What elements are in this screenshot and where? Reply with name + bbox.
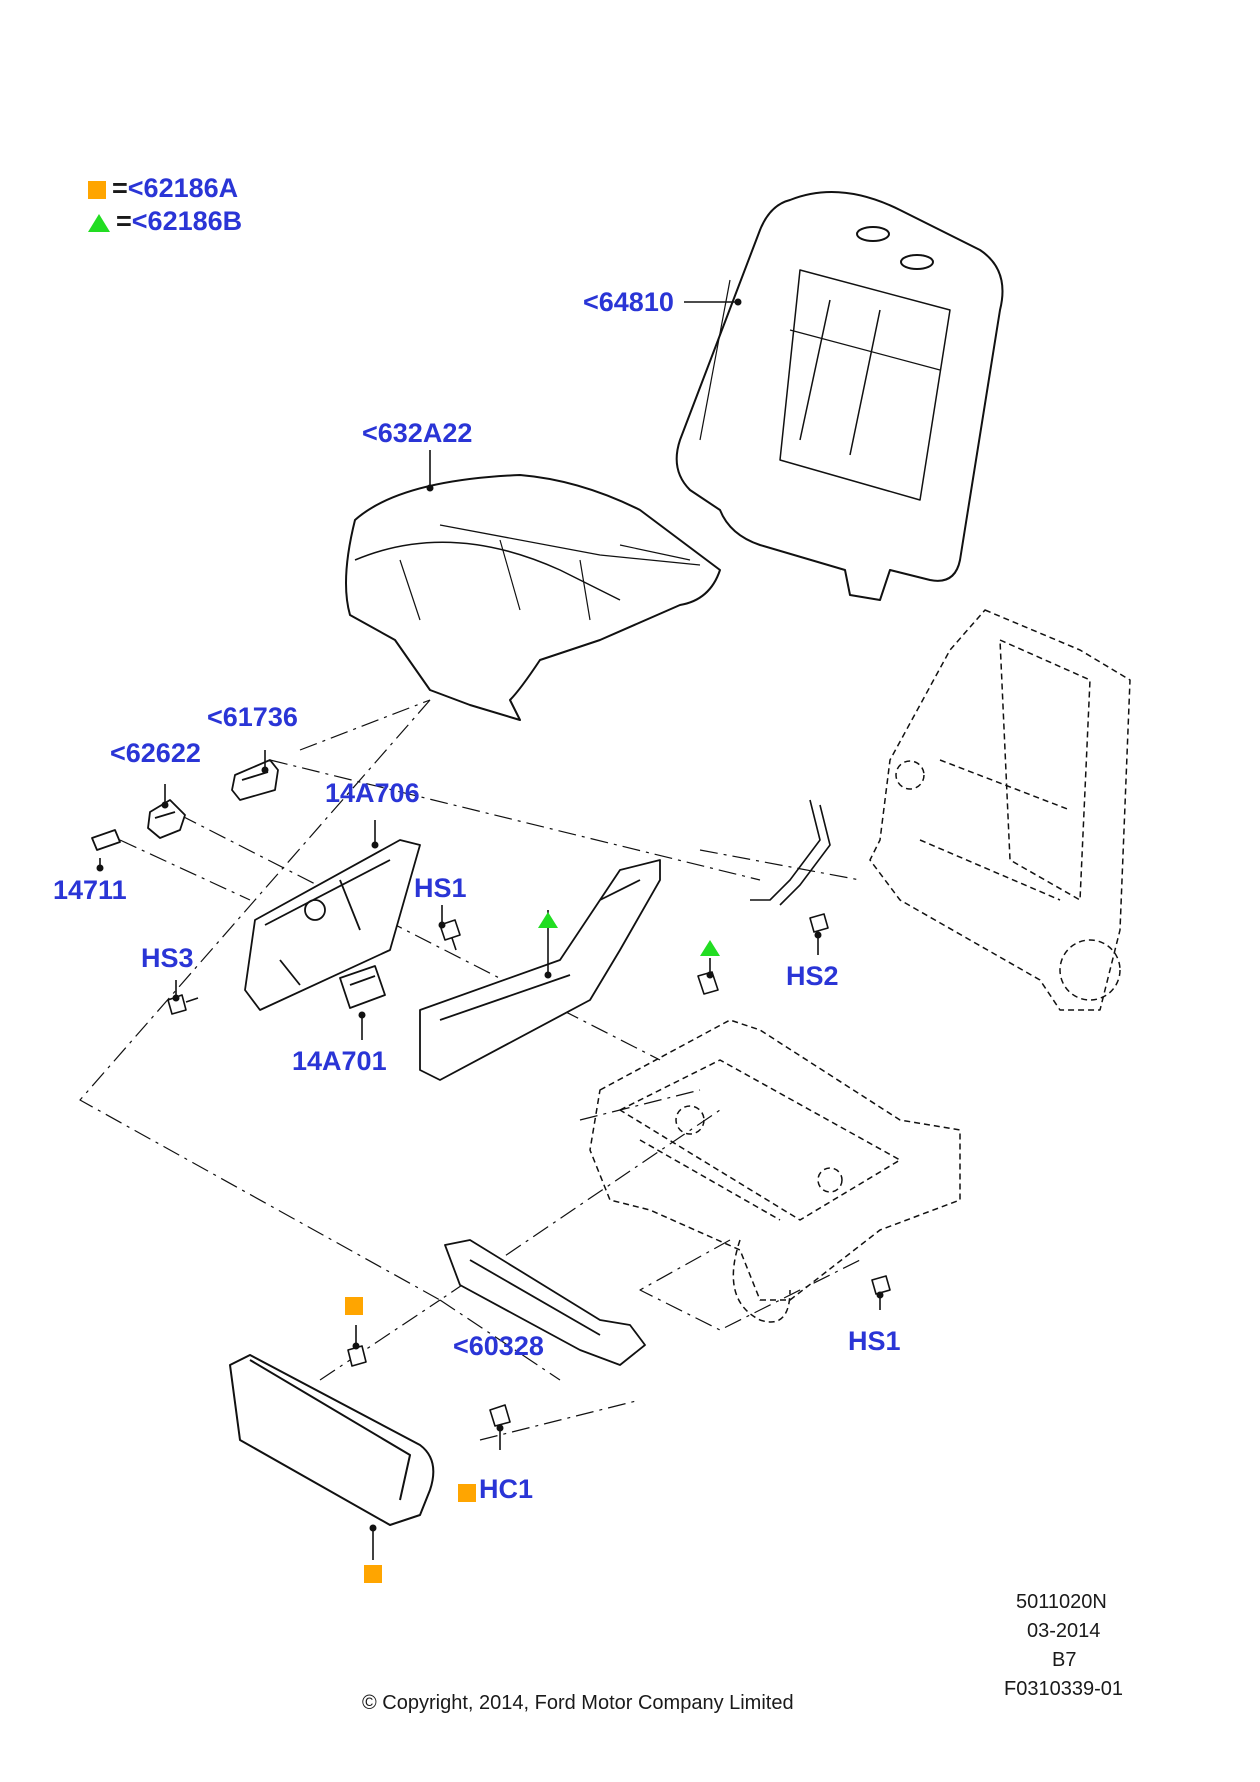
screw-hs1-lower <box>871 1275 891 1295</box>
drawing-date: 03-2014 <box>1027 1620 1101 1642</box>
wire-harness-bracket <box>750 799 831 906</box>
orange-square-icon <box>88 180 106 199</box>
leader-lines <box>99 301 881 1560</box>
seat-back-pad <box>675 191 1004 601</box>
seat-cushion-frame <box>589 1019 961 1323</box>
side-shield-14a706 <box>244 839 421 1011</box>
screw-hs3 <box>167 994 199 1015</box>
callout-61736: <61736 <box>207 702 298 732</box>
recline-knob-62622 <box>147 799 186 839</box>
orange-square-marker <box>364 1565 382 1583</box>
callout-64810: <64810 <box>583 287 674 317</box>
assembly-guide-lines <box>79 699 861 1441</box>
legend-label: <62186B <box>131 206 243 236</box>
switch-14711 <box>91 829 121 851</box>
screw-hs2 <box>809 913 829 933</box>
clip-hc1 <box>489 1404 511 1427</box>
leader-dots <box>96 298 884 1532</box>
callout-62622: <62622 <box>110 738 201 768</box>
callout-hs3: HS3 <box>141 943 194 973</box>
seat-back-frame <box>869 609 1131 1011</box>
legend-label: <62186A <box>127 173 239 203</box>
green-triangle-icon <box>88 213 110 232</box>
drawing-revision: B7 <box>1052 1649 1077 1671</box>
front-bracket-60328 <box>444 1239 646 1366</box>
green-triangle-marker <box>700 940 720 956</box>
legend-row-62186b: =<62186B <box>88 208 242 235</box>
legend-row-62186a: =<62186A <box>88 175 238 202</box>
green-triangle-marker <box>538 912 558 928</box>
callout-60328: <60328 <box>453 1331 544 1361</box>
callout-hs1-lower: HS1 <box>848 1326 901 1356</box>
callout-hc1: HC1 <box>479 1474 534 1504</box>
callout-hs2: HS2 <box>786 961 839 991</box>
switch-14a701 <box>339 965 386 1009</box>
handle-61736 <box>231 759 279 801</box>
drawing-reference: F0310339-01 <box>1004 1678 1123 1700</box>
callout-14711: 14711 <box>53 875 127 905</box>
orange-square-marker <box>345 1297 363 1315</box>
callout-14a706: 14A706 <box>325 778 420 808</box>
front-trim-panel <box>229 1354 435 1526</box>
callout-hs1-upper: HS1 <box>414 873 467 903</box>
callout-14a701: 14A701 <box>292 1046 387 1076</box>
markers <box>345 912 720 1583</box>
copyright-notice: © Copyright, 2014, Ford Motor Company Li… <box>362 1692 794 1714</box>
callout-632a22: <632A22 <box>362 418 473 448</box>
seat-cushion-pad <box>345 474 721 721</box>
drawing-code: 5011020N <box>1016 1591 1107 1613</box>
inner-side-shield <box>419 859 661 1081</box>
orange-square-marker <box>458 1484 476 1502</box>
